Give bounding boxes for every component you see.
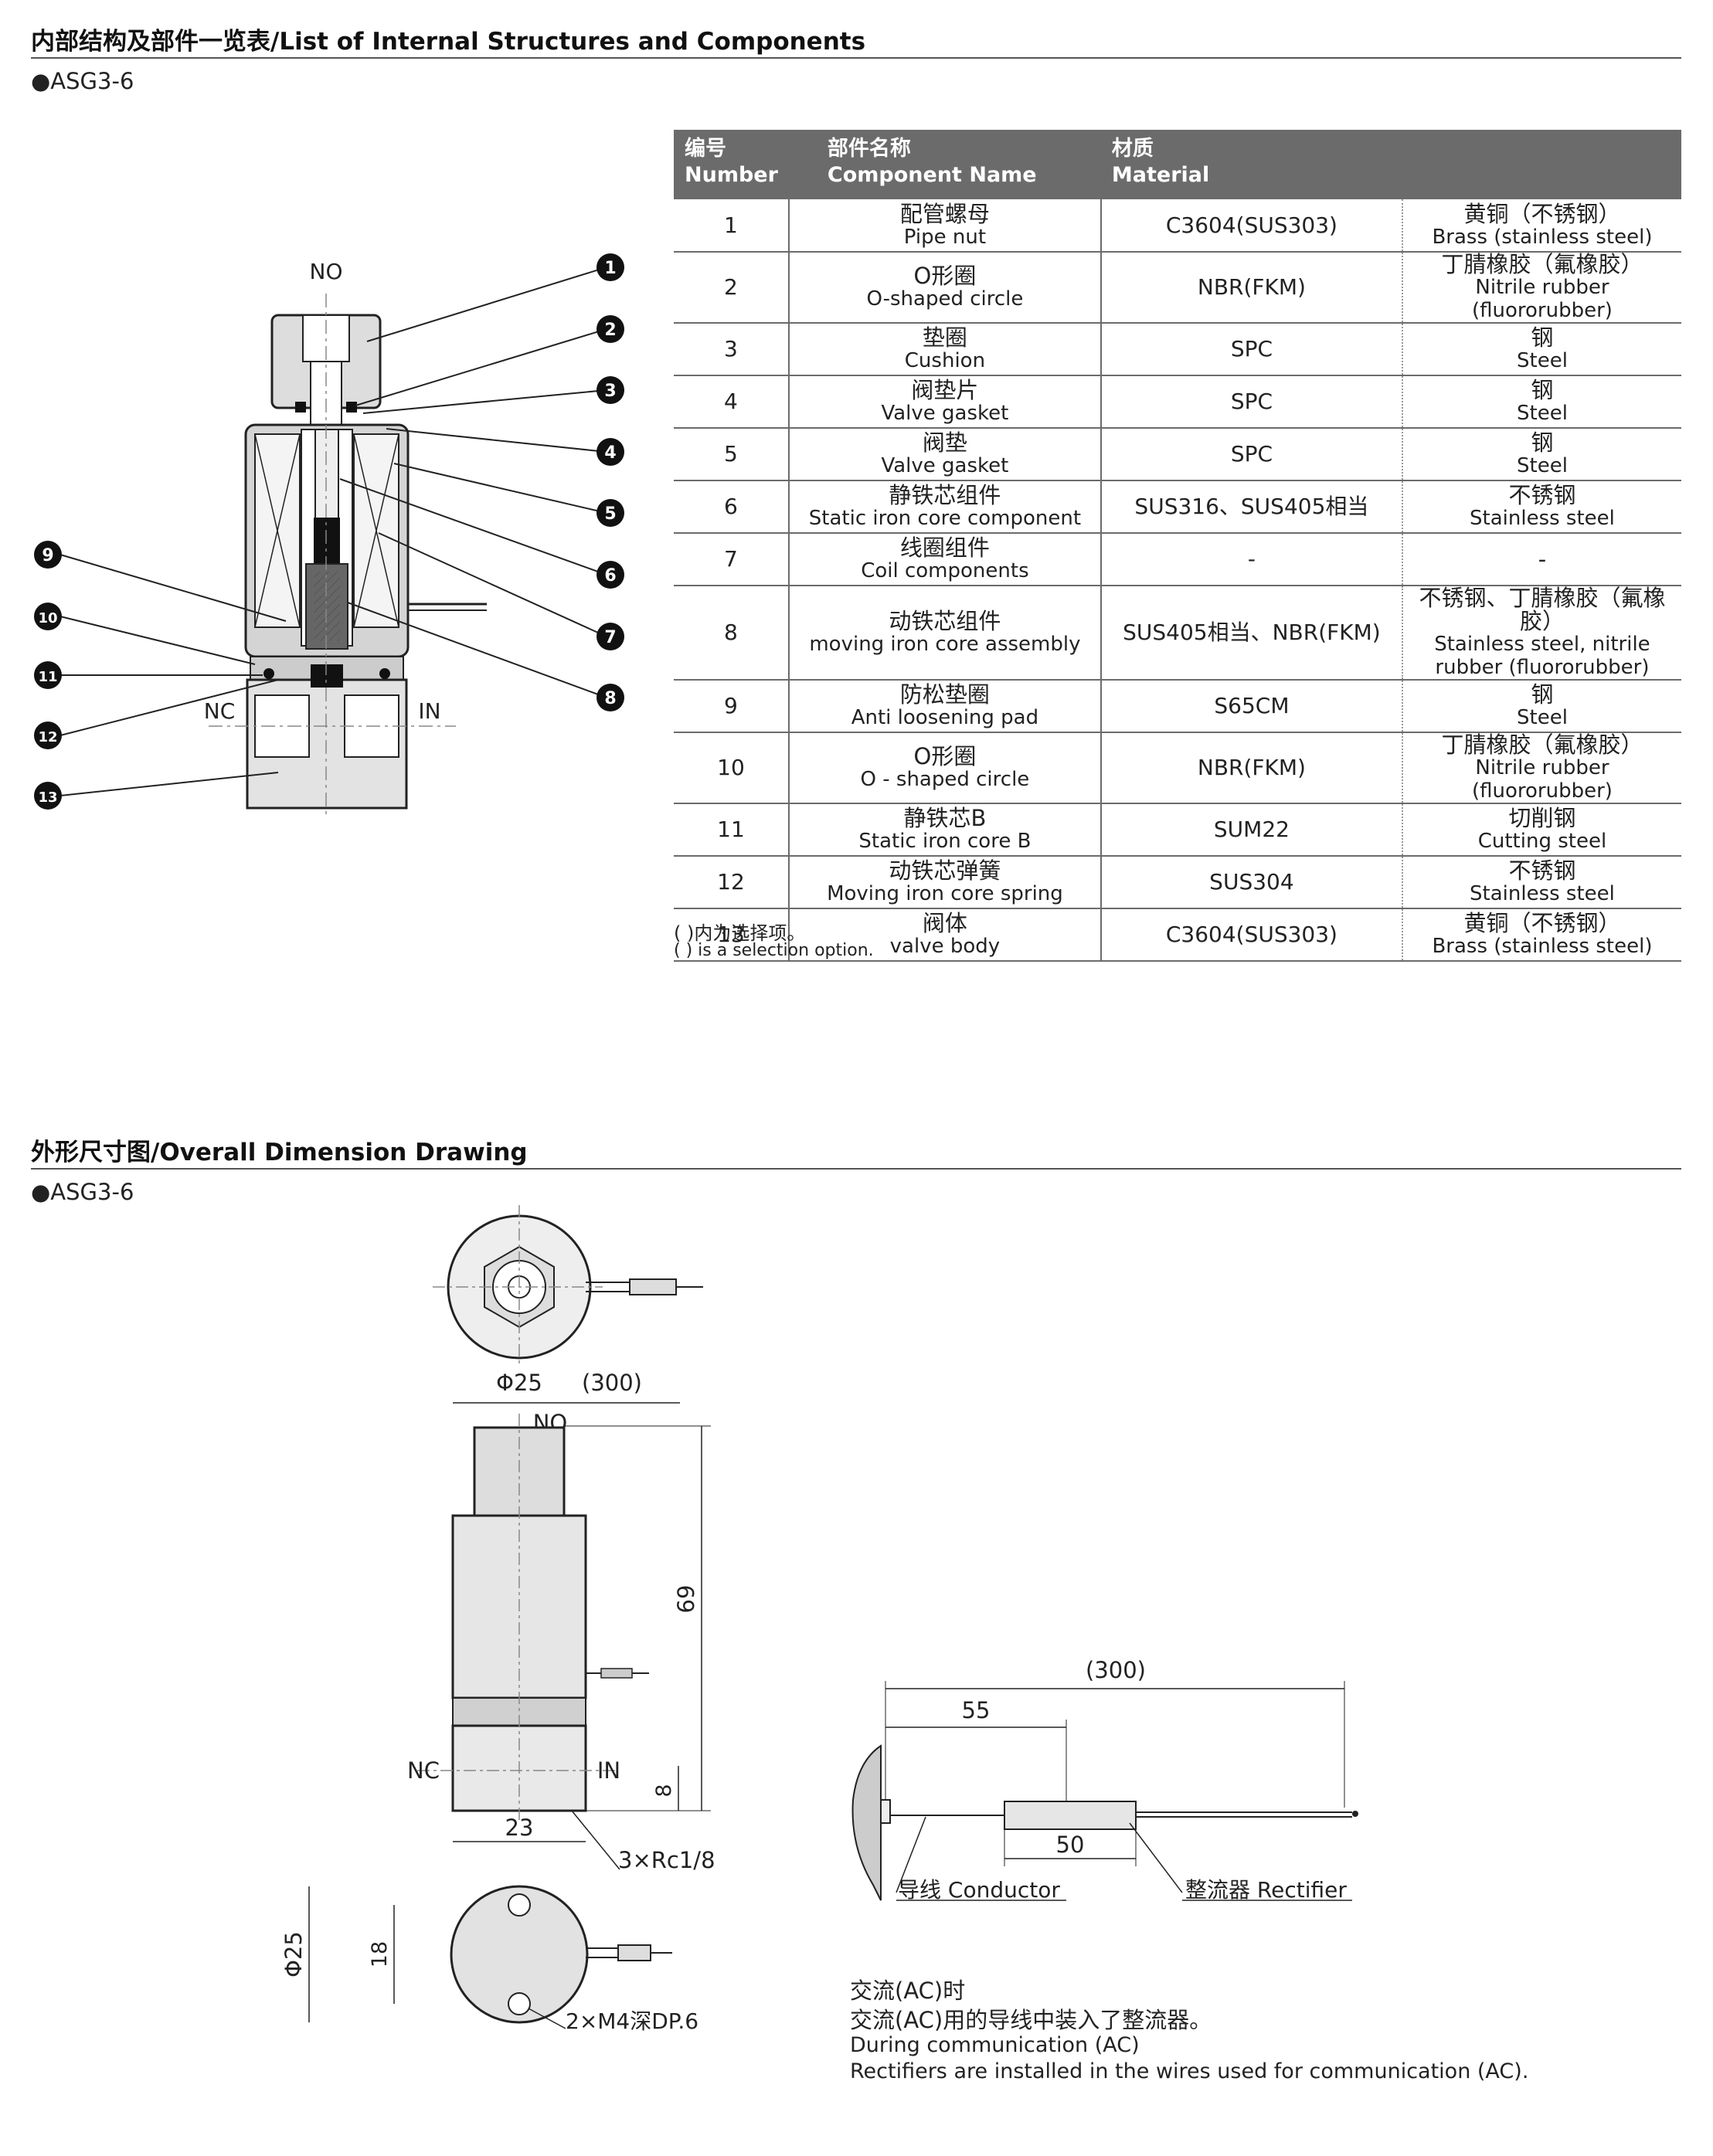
section-divider bbox=[31, 1168, 1681, 1170]
dimension-drawing: Φ25 (300) NO NC IN 69 8 23 3×Rc1/8 bbox=[280, 1205, 715, 2034]
callout-13: 13 bbox=[38, 789, 57, 806]
callout-6: 6 bbox=[604, 566, 616, 586]
dim-18: 18 bbox=[368, 1941, 392, 1968]
wire-drawing: (300) 55 50 导线 Conductor 整流器 Rectifier bbox=[851, 1657, 1358, 1903]
dim-lead-300: (300) bbox=[582, 1370, 642, 1396]
dim-23: 23 bbox=[505, 1815, 534, 1841]
sectional-drawing: NO NC IN bbox=[34, 253, 624, 819]
thread-label: 3×Rc1/8 bbox=[618, 1847, 715, 1873]
port-in-label-dim: IN bbox=[597, 1757, 620, 1784]
port-nc-label-dim: NC bbox=[407, 1757, 440, 1784]
dim-phi25-side: Φ25 bbox=[280, 1931, 307, 1978]
callout-10: 10 bbox=[38, 610, 57, 626]
dim-wire-50: 50 bbox=[1056, 1832, 1085, 1858]
note-cn: ( )内为选择项。 bbox=[674, 922, 806, 944]
callout-5: 5 bbox=[604, 504, 616, 524]
port-nc-label: NC bbox=[204, 698, 236, 724]
section-divider bbox=[31, 57, 1681, 59]
note-en: ( ) is a selection option. bbox=[674, 941, 874, 960]
model-label: ●ASG3-6 bbox=[31, 68, 134, 94]
dim-wire-300: (300) bbox=[1086, 1657, 1146, 1683]
ac-note-1: 交流(AC)时 bbox=[850, 1978, 966, 2004]
callout-4: 4 bbox=[604, 443, 616, 463]
port-no-label: NO bbox=[310, 259, 343, 284]
rectifier-shape bbox=[1004, 1801, 1137, 1830]
dim-69: 69 bbox=[673, 1585, 699, 1614]
rectifier-label: 整流器 Rectifier bbox=[1185, 1877, 1347, 1903]
dim-wire-55: 55 bbox=[962, 1697, 991, 1723]
model-label: ●ASG3-6 bbox=[31, 1179, 134, 1205]
conductor-label: 导线 Conductor bbox=[898, 1877, 1060, 1903]
callout-8: 8 bbox=[604, 689, 616, 708]
section-title-components: 内部结构及部件一览表/List of Internal Structures a… bbox=[31, 28, 866, 56]
ac-note-4: Rectifiers are installed in the wires us… bbox=[850, 2059, 1529, 2083]
section-title-dimensions: 外形尺寸图/Overall Dimension Drawing bbox=[31, 1139, 528, 1166]
mount-label: 2×M4深DP.6 bbox=[566, 2008, 698, 2034]
callout-9: 9 bbox=[42, 546, 53, 565]
port-in-label: IN bbox=[418, 698, 440, 724]
callout-12: 12 bbox=[38, 729, 57, 745]
callout-7: 7 bbox=[604, 628, 616, 647]
callout-2: 2 bbox=[604, 321, 616, 340]
callout-3: 3 bbox=[604, 382, 616, 401]
callout-1: 1 bbox=[604, 259, 616, 278]
dim-8: 8 bbox=[652, 1784, 676, 1797]
dim-phi25-top: Φ25 bbox=[496, 1370, 542, 1396]
ac-note-3: During communication (AC) bbox=[850, 2033, 1140, 2057]
callout-11: 11 bbox=[38, 669, 57, 685]
ac-note-2: 交流(AC)用的导线中装入了整流器。 bbox=[850, 2007, 1212, 2033]
